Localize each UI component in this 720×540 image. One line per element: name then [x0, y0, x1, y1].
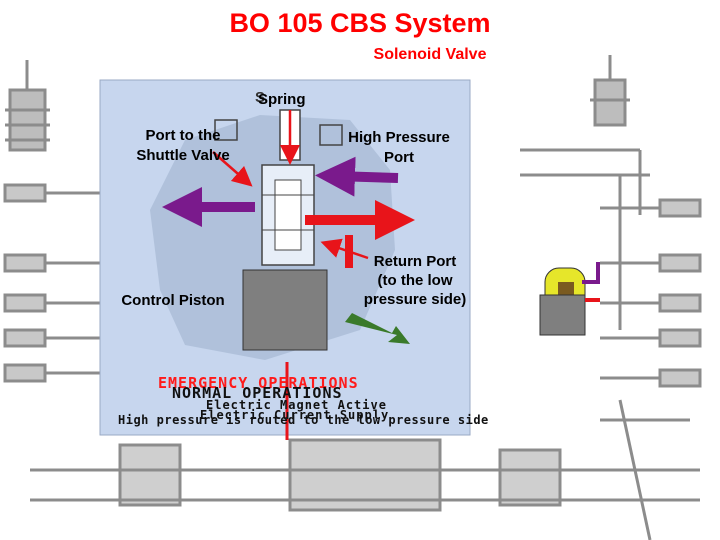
emergency-operations-heading: EMERGENCY OPERATIONS [158, 374, 359, 392]
port-shuttle-line-1: Port to the [145, 127, 221, 144]
page-title: BO 105 CBS System [229, 8, 491, 38]
high-pressure-inlet-arrow [315, 156, 399, 197]
shuttle-port-pointer-arrow [212, 151, 253, 187]
return-port-line-1: Return Port [373, 253, 457, 270]
return-green-arrow [345, 313, 410, 344]
spring-label-ghost: S [255, 89, 266, 106]
normal-operations-heading: NORMAL OPERATIONS [172, 384, 343, 402]
return-port-pointer-arrow [320, 238, 369, 260]
control-piston-block [242, 269, 328, 351]
return-port-line-3: pressure side) [363, 291, 467, 308]
high-pressure-line-1: High Pressure [348, 129, 450, 146]
control-piston-label: Control Piston [121, 292, 225, 309]
electric-current-supply-text: Electric Current Supply [200, 408, 390, 422]
return-port-label: Return Port (to the low pressure side) [345, 252, 485, 309]
right-system-background [520, 55, 702, 388]
high-pressure-line-2: Port [384, 149, 414, 166]
return-port-line-2: (to the low [377, 272, 453, 289]
left-system-background [3, 60, 100, 383]
high-pressure-routed-text: High pressure is routed to the low press… [118, 413, 489, 427]
bottom-mechanics-background [30, 399, 700, 540]
spring-label: Spring [258, 91, 306, 108]
page-subtitle: Solenoid Valve [373, 46, 487, 63]
electric-magnet-active-text: Electric Magnet Active [206, 398, 387, 412]
port-shuttle-line-2: Shuttle Valve [136, 147, 230, 164]
solenoid-valve-small [539, 262, 600, 336]
port-shuttle-label: Port to the Shuttle Valve [118, 126, 248, 166]
high-pressure-port-label: High Pressure Port [326, 128, 472, 168]
